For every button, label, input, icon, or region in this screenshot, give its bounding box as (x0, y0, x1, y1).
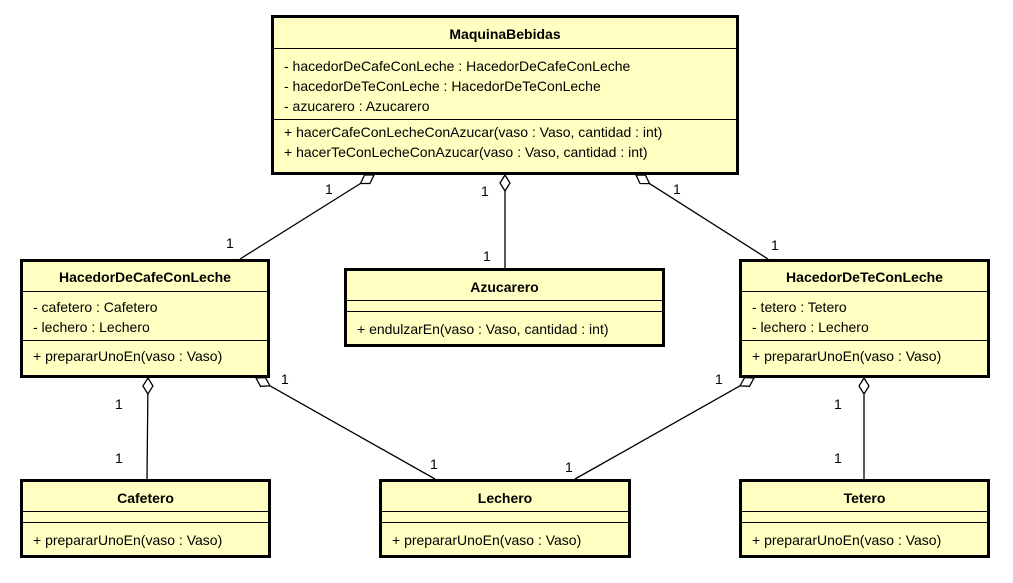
class-hacedor-de-cafe-con-leche[interactable]: HacedorDeCafeConLeche - cafetero : Cafet… (20, 259, 270, 378)
operation: + prepararUnoEn(vaso : Vaso) (752, 348, 942, 364)
operations-compartment: + prepararUnoEn(vaso : Vaso) (23, 340, 267, 366)
class-hacedor-de-te-con-leche[interactable]: HacedorDeTeConLeche - tetero : Tetero - … (739, 259, 990, 378)
attribute: - tetero : Tetero (752, 299, 847, 315)
class-tetero[interactable]: Tetero + prepararUnoEn(vaso : Vaso) (739, 479, 990, 558)
class-name: Cafetero (117, 490, 174, 506)
multiplicity-label: 1 (281, 371, 289, 387)
operation: + prepararUnoEn(vaso : Vaso) (392, 532, 582, 548)
class-name: Tetero (843, 490, 886, 506)
class-lechero[interactable]: Lechero + prepararUnoEn(vaso : Vaso) (379, 479, 631, 558)
class-name: Lechero (477, 490, 533, 506)
operation: + prepararUnoEn(vaso : Vaso) (33, 532, 223, 548)
operation: + endulzarEn(vaso : Vaso, cantidad : int… (357, 321, 609, 337)
attributes-compartment: - hacedorDeCafeConLeche : HacedorDeCafeC… (274, 48, 736, 119)
multiplicity-label: 1 (481, 183, 489, 199)
operations-compartment: + prepararUnoEn(vaso : Vaso) (742, 340, 987, 366)
multiplicity-label: 1 (565, 459, 573, 475)
class-name: HacedorDeCafeConLeche (59, 269, 231, 285)
multiplicity-label: 1 (430, 456, 438, 472)
aggregation-diamond-icon (254, 376, 272, 387)
class-name: Azucarero (470, 279, 539, 295)
aggregation-diamond-icon (634, 174, 651, 185)
multiplicity-label: 1 (834, 450, 842, 466)
attribute: - lechero : Lechero (33, 319, 150, 335)
attribute: - cafetero : Cafetero (33, 299, 158, 315)
multiplicity-label: 1 (715, 371, 723, 387)
class-name: MaquinaBebidas (449, 26, 561, 42)
operations-compartment: + prepararUnoEn(vaso : Vaso) (382, 522, 628, 550)
attributes-compartment (347, 300, 662, 311)
operations-compartment: + hacerCafeConLecheConAzucar(vaso : Vaso… (274, 119, 736, 162)
attribute: - hacedorDeCafeConLeche : HacedorDeCafeC… (284, 58, 631, 74)
multiplicity-label: 1 (483, 248, 491, 264)
attributes-compartment (742, 511, 987, 522)
operation: + hacerTeConLecheConAzucar(vaso : Vaso, … (284, 144, 648, 160)
operations-compartment: + prepararUnoEn(vaso : Vaso) (742, 522, 987, 550)
aggregation-line (239, 182, 361, 260)
attributes-compartment (382, 511, 628, 522)
aggregation-diamond-icon (142, 376, 154, 396)
aggregation-line (649, 183, 769, 260)
attribute: - hacedorDeTeConLeche : HacedorDeTeConLe… (284, 78, 601, 94)
aggregation-diamond-icon (359, 174, 376, 185)
operation: + prepararUnoEn(vaso : Vaso) (752, 532, 942, 548)
operations-compartment: + prepararUnoEn(vaso : Vaso) (23, 522, 268, 550)
multiplicity-label: 1 (325, 181, 333, 197)
operation: + prepararUnoEn(vaso : Vaso) (33, 348, 223, 364)
attributes-compartment: - tetero : Tetero - lechero : Lechero (742, 291, 987, 340)
operations-compartment: + endulzarEn(vaso : Vaso, cantidad : int… (347, 311, 662, 339)
attribute: - azucarero : Azucarero (284, 98, 430, 114)
attributes-compartment: - cafetero : Cafetero - lechero : Lecher… (23, 291, 267, 340)
class-name: HacedorDeTeConLeche (786, 269, 943, 285)
multiplicity-label: 1 (771, 237, 779, 253)
multiplicity-label: 1 (673, 181, 681, 197)
class-cafetero[interactable]: Cafetero + prepararUnoEn(vaso : Vaso) (20, 479, 271, 558)
multiplicity-label: 1 (226, 235, 234, 251)
attributes-compartment (23, 511, 268, 522)
aggregation-line (574, 385, 741, 480)
aggregation-line (269, 385, 436, 480)
multiplicity-label: 1 (834, 396, 842, 412)
aggregation-diamond-icon (858, 376, 870, 396)
attribute: - lechero : Lechero (752, 319, 869, 335)
multiplicity-label: 1 (115, 396, 123, 412)
multiplicity-label: 1 (115, 450, 123, 466)
aggregation-line (146, 393, 149, 480)
class-maquina-bebidas[interactable]: MaquinaBebidas - hacedorDeCafeConLeche :… (271, 15, 739, 175)
aggregation-diamond-icon (738, 376, 756, 387)
aggregation-diamond-icon (499, 173, 511, 193)
class-azucarero[interactable]: Azucarero + endulzarEn(vaso : Vaso, cant… (344, 268, 665, 347)
operation: + hacerCafeConLecheConAzucar(vaso : Vaso… (284, 124, 663, 140)
